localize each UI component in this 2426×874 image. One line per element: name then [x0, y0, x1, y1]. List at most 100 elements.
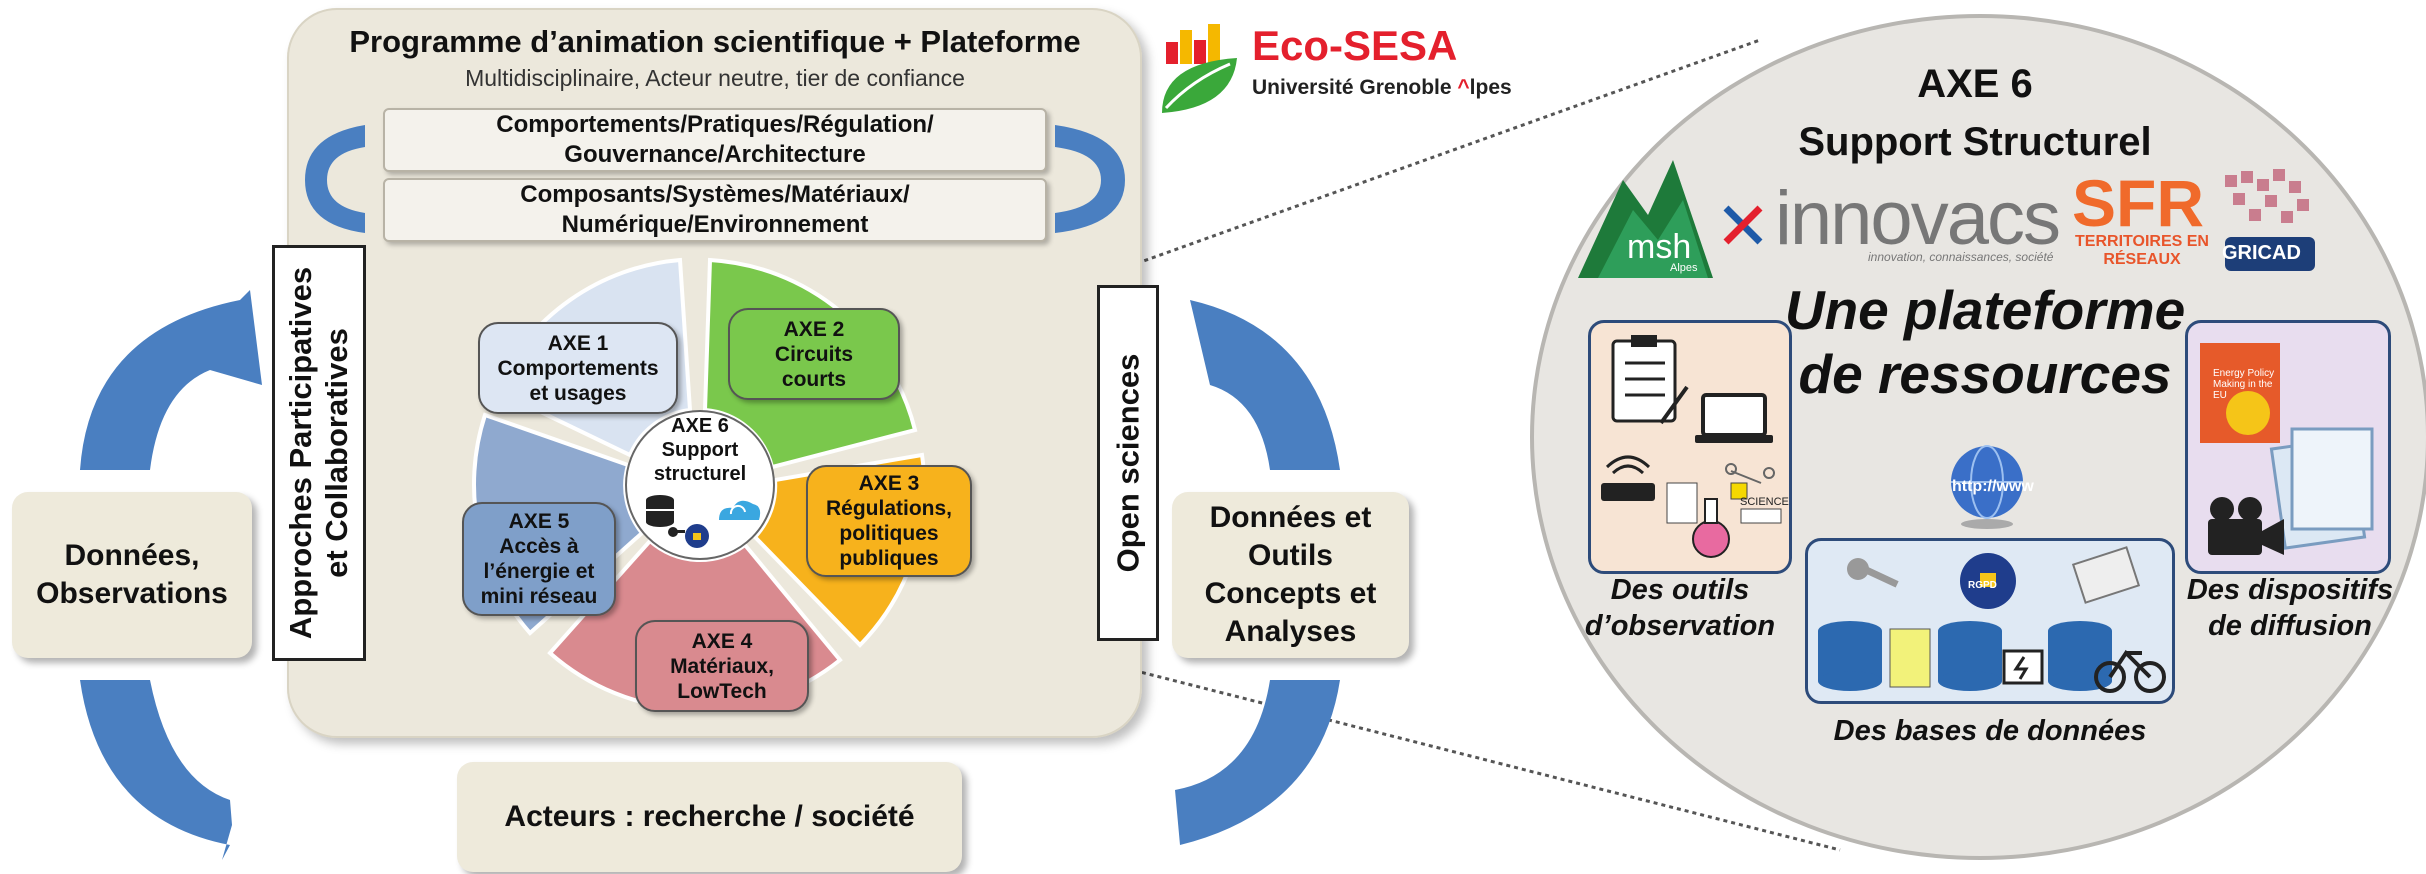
- axe3-line2: politiques: [839, 522, 939, 545]
- axe5-line2: l’énergie et: [483, 560, 595, 583]
- outils-line1: Des outils: [1610, 574, 1750, 606]
- diffusion-line1: Des dispositifs: [2186, 574, 2394, 606]
- axe2-line1: Circuits: [774, 342, 854, 366]
- msh-logo-subtext: Alpes: [1670, 262, 1698, 274]
- sfr-logo-text: SFR: [2072, 166, 2204, 240]
- laptop-icon: [1695, 393, 1773, 443]
- database-icon-2: [1938, 621, 2002, 691]
- plateforme-heading: Une plateforme de ressources: [1740, 278, 2230, 406]
- notebooks-icon: [2269, 427, 2374, 550]
- axe4-title: AXE 4: [691, 629, 753, 653]
- clipboard-checklist-icon: [1611, 335, 1689, 425]
- axe6-center-circle: AXE 6 Support structurel: [625, 410, 775, 560]
- axe2-label: AXE 2 Circuits courts: [728, 308, 900, 400]
- programme-title: Programme d’animation scientifique + Pla…: [349, 24, 1081, 59]
- axe4-label: AXE 4 Matériaux, LowTech: [635, 620, 809, 712]
- innovacs-logo-subtext: innovation, connaissances, société: [1868, 250, 2054, 264]
- axe6-title: AXE 6: [671, 415, 729, 437]
- university-caret: ^: [1457, 76, 1470, 99]
- axe4-line2: LowTech: [677, 679, 767, 703]
- eco-sesa-logo-icon: [1162, 24, 1237, 113]
- loop-arrow-right: [1055, 125, 1125, 233]
- msh-logo-text: msh: [1627, 228, 1692, 266]
- axe5-label: AXE 5 Accès à l’énergie et mini réseau: [462, 502, 616, 616]
- axe2-title: AXE 2: [783, 317, 845, 341]
- cycle-arrow-top-right: [1190, 300, 1340, 470]
- outils-line2: d’observation: [1584, 610, 1776, 642]
- donnees-outils-line3: Concepts et: [1204, 577, 1377, 610]
- university-name: Université Grenoble ^lpes: [1252, 76, 1512, 100]
- donnees-outils-line1: Données et: [1209, 501, 1372, 534]
- cycle-arrow-top-left: [80, 290, 262, 470]
- databases-caption: Des bases de données: [1833, 715, 2147, 747]
- observation-tools-caption: Des outils d’observation: [1555, 572, 1805, 644]
- gricad-logo-text: GRICAD: [2222, 242, 2301, 264]
- globe-www-icon: [1951, 445, 2023, 529]
- axe1-label: AXE 1 Comportements et usages: [478, 322, 678, 414]
- key-icon: [1847, 558, 1899, 588]
- approches-participatives-label: Approches Participatives et Collaborativ…: [272, 245, 366, 661]
- axe4-line1: Matériaux,: [670, 654, 774, 678]
- open-sciences-text: Open sciences: [1110, 353, 1145, 573]
- axe3-label: AXE 3 Régulations, politiques publiques: [806, 465, 972, 577]
- axe6-detail-title-line1: AXE 6: [1917, 62, 2033, 106]
- plateforme-line2: de ressources: [1798, 343, 2172, 405]
- theme-band-components: Composants/Systèmes/Matériaux/ Numérique…: [383, 178, 1047, 242]
- band-loop-arrows: [305, 125, 1125, 233]
- plateforme-line1: Une plateforme: [1784, 279, 2186, 341]
- donnees-outils-line4: Analyses: [1224, 615, 1357, 648]
- observation-tools-icons: [1601, 335, 1782, 558]
- axe5-title: AXE 5: [508, 510, 570, 533]
- axe6-line1: Support: [661, 439, 739, 461]
- open-sciences-label: Open sciences: [1097, 285, 1159, 641]
- university-name-part1: Université Grenoble: [1252, 76, 1458, 99]
- axe6-icons: [646, 495, 761, 548]
- axe6-line2: structurel: [653, 463, 747, 485]
- battery-icon: [2002, 649, 2044, 685]
- axe1-line2: et usages: [529, 381, 627, 405]
- diffusion-line2: de diffusion: [2208, 610, 2372, 642]
- donnees-obs-line1: Données,: [64, 539, 200, 572]
- database-icon: [646, 495, 674, 527]
- theme-band-behaviour: Comportements/Pratiques/Régulation/ Gouv…: [383, 108, 1047, 172]
- databases-box: [1805, 538, 2175, 704]
- science-lab-icon: [1666, 463, 1782, 558]
- gricad-logo: [2225, 169, 2315, 271]
- cycle-arrow-bottom-right: [1175, 680, 1340, 845]
- diffusion-icons: [2200, 343, 2374, 555]
- book-title: Energy Policy Making in the EU: [2213, 368, 2275, 401]
- loop-arrow-left: [305, 125, 365, 233]
- wifi-router-icon: [1601, 455, 1655, 501]
- donnees-outils-line2: Outils: [1247, 539, 1333, 572]
- innovacs-x-icon: [1723, 205, 1763, 245]
- url-text: http://www: [1952, 478, 2034, 495]
- axe1-title: AXE 1: [547, 331, 609, 355]
- diffusion-box: [2185, 320, 2391, 574]
- axe1-line1: Comportements: [497, 356, 659, 380]
- book-cover-icon: [2200, 343, 2280, 443]
- eco-sesa-logo-text: Eco-SESA: [1252, 22, 1458, 69]
- key-icon: [668, 527, 685, 537]
- approches-line-2: et Collaboratives: [319, 328, 355, 578]
- observation-tools-box: [1588, 320, 1792, 574]
- axe3-title: AXE 3: [858, 472, 920, 495]
- donnees-outils-box: Données et Outils Concepts et Analyses: [1172, 492, 1409, 658]
- databases-icons: [1818, 546, 2166, 693]
- diffusion-caption: Des dispositifs de diffusion: [2165, 572, 2415, 644]
- axe3-line1: Régulations,: [825, 497, 952, 520]
- axe6-detail-title: AXE 6 Support Structurel: [1730, 55, 2220, 171]
- cloud-sync-icon: [719, 500, 761, 520]
- axe6-detail-title-line2: Support Structurel: [1798, 120, 2152, 164]
- bicycle-icon: [2094, 649, 2166, 693]
- meter-icon: [1889, 628, 1931, 688]
- axe3-line3: publiques: [839, 547, 939, 570]
- university-name-part2: lpes: [1469, 76, 1512, 99]
- science-text: SCIENCE: [1740, 496, 1789, 508]
- acteurs-box: Acteurs : recherche / société: [457, 762, 962, 872]
- cycle-arrow-bottom-left: [80, 680, 232, 860]
- innovacs-logo-text: innovacs: [1775, 176, 2061, 261]
- donnees-observations-box: Données, Observations: [12, 492, 252, 658]
- programme-subtitle: Multidisciplinaire, Acteur neutre, tier …: [465, 65, 965, 91]
- axe2-line2: courts: [781, 367, 847, 391]
